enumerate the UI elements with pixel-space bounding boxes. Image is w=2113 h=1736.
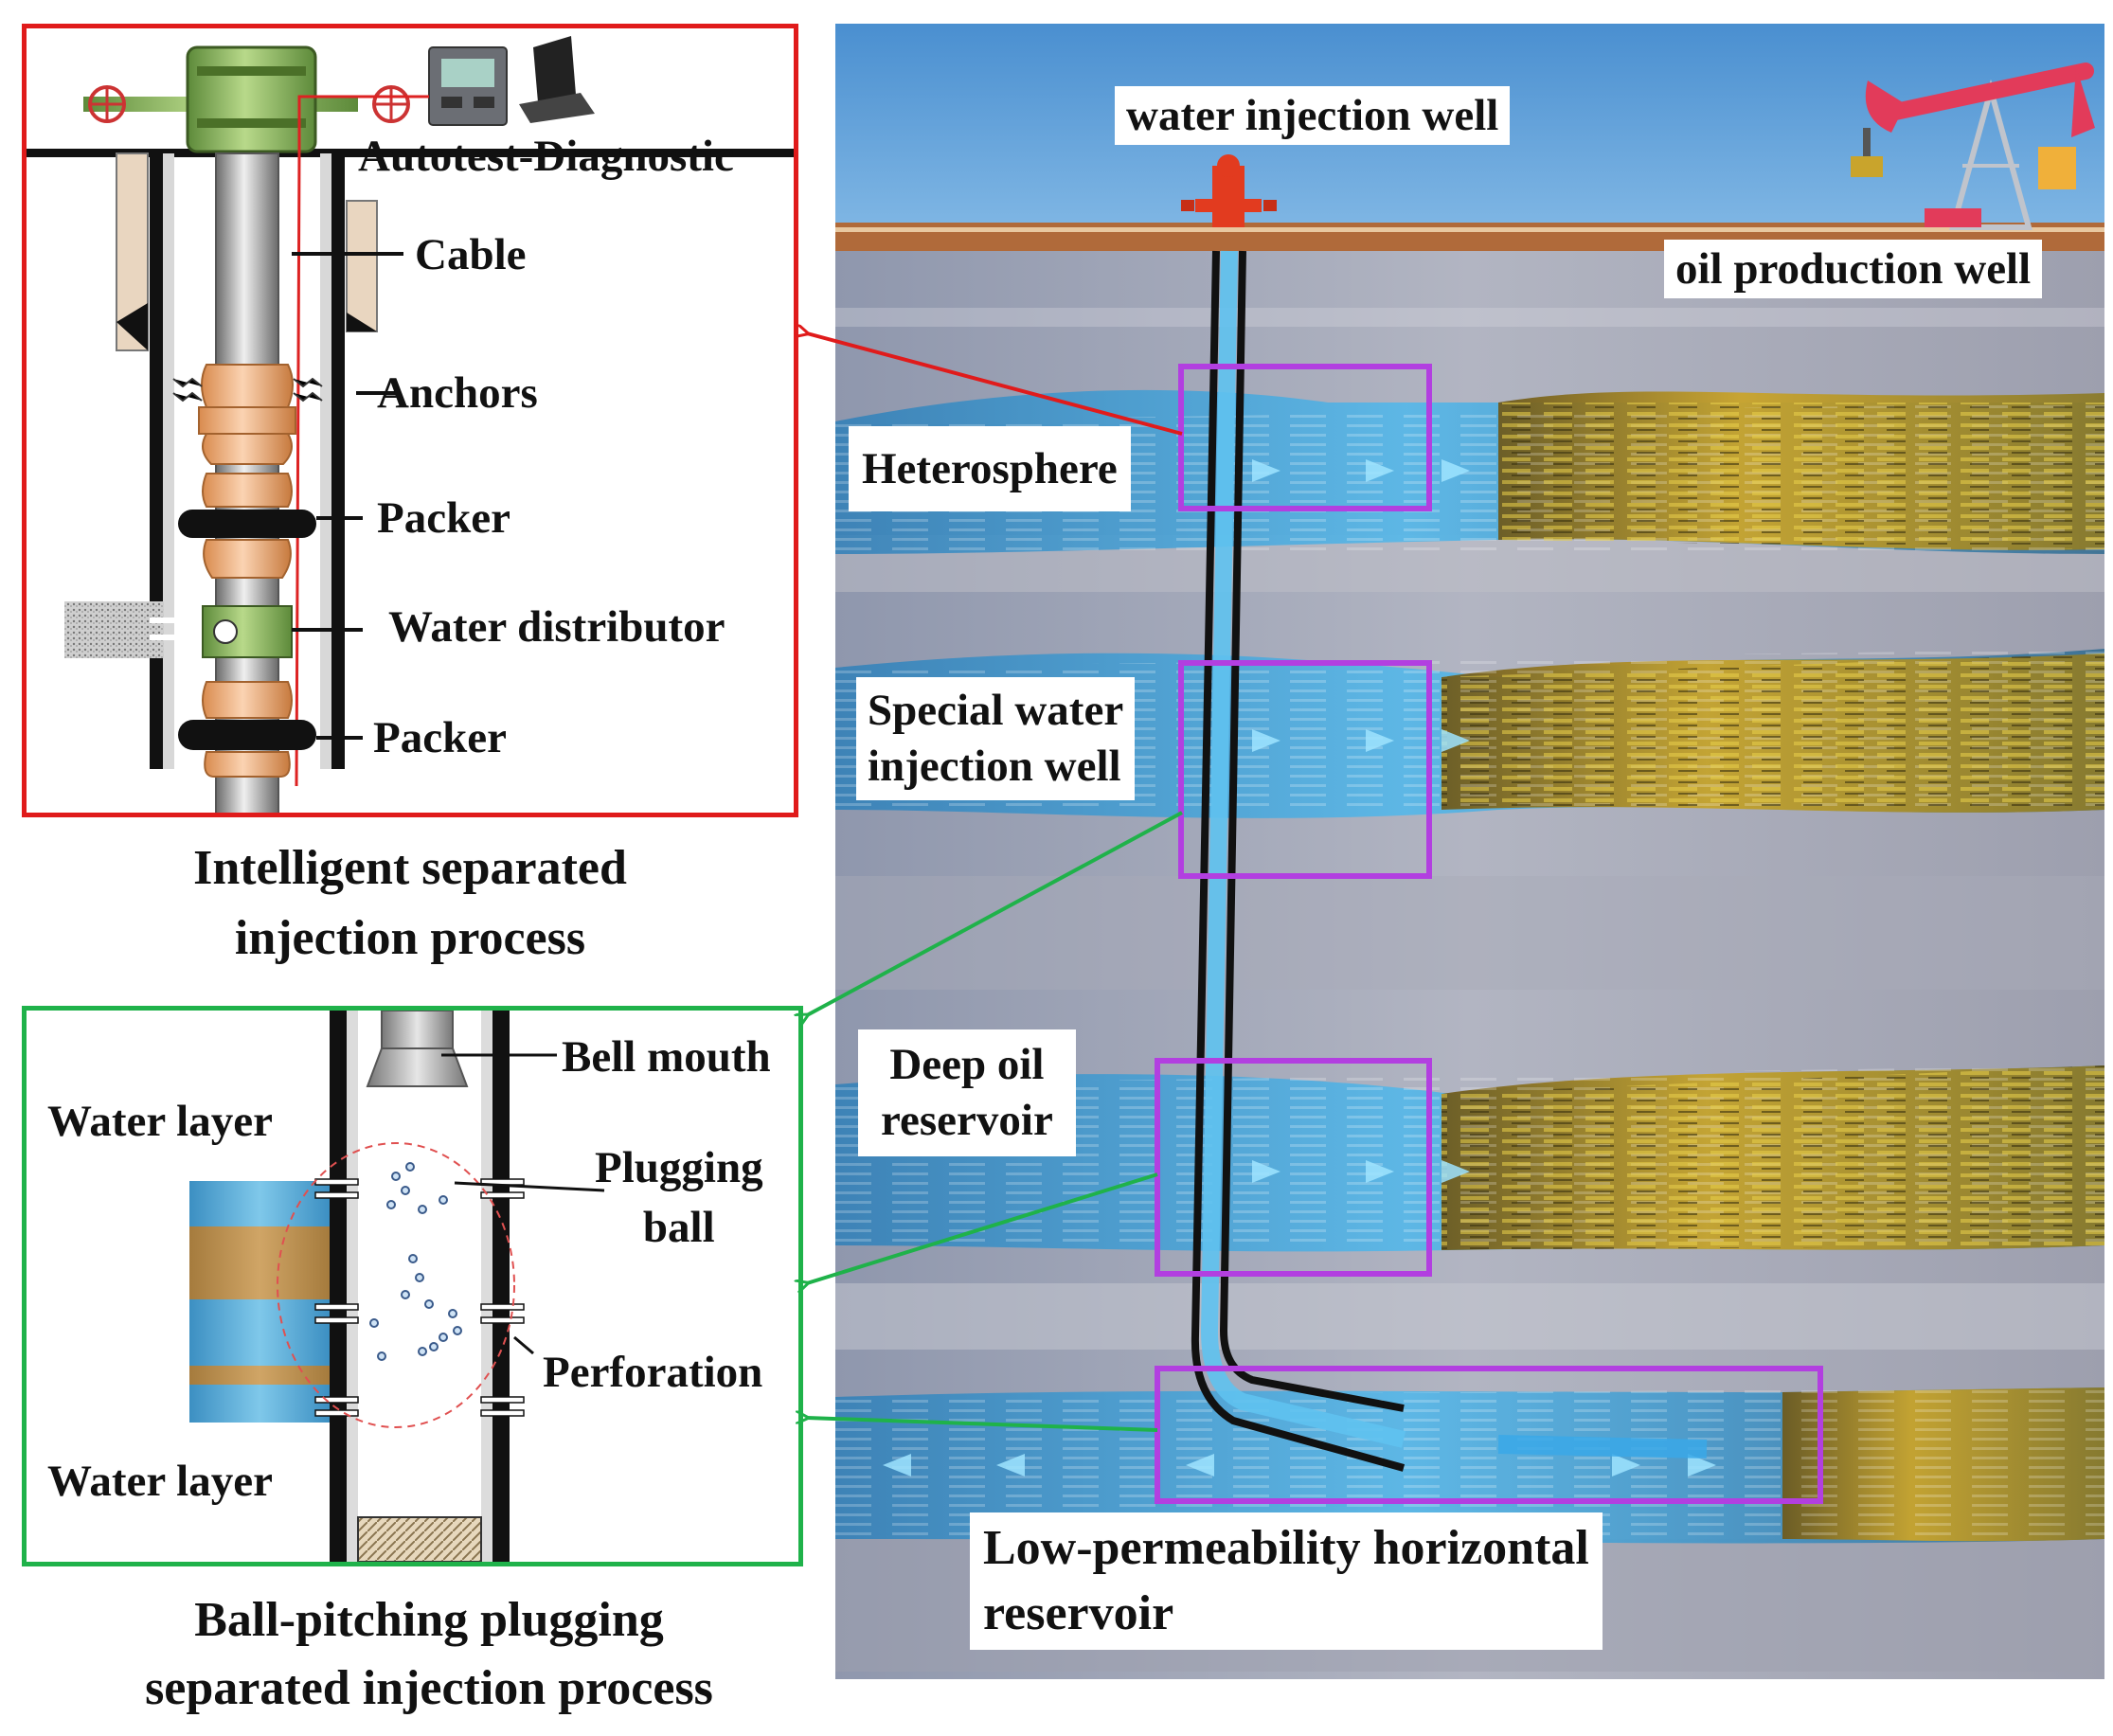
- intelligent-injection-caption-line2: injection process: [234, 910, 586, 965]
- ball-pitching-caption: Ball-pitching plugging separated injecti…: [22, 1586, 836, 1723]
- plugging-ball-label-line1: Plugging: [595, 1143, 763, 1192]
- monitor-icon: [428, 46, 508, 126]
- water-layer-bottom-label: Water layer: [47, 1457, 273, 1506]
- valve-icon: [88, 85, 126, 123]
- heterosphere-label: Heterosphere: [849, 426, 1131, 512]
- highlight-deep-reservoir: [1155, 1058, 1432, 1277]
- special-injection-label-line2: injection well: [868, 741, 1121, 791]
- low-permeability-label-line2: reservoir: [983, 1585, 1174, 1640]
- pumpjack-icon: [1851, 63, 2095, 230]
- plugging-ball-label: Plugging ball: [595, 1138, 763, 1259]
- valve-icon: [372, 85, 410, 123]
- ball-pitching-caption-line2: separated injection process: [145, 1660, 713, 1715]
- intelligent-injection-caption: Intelligent separated injection process: [22, 833, 798, 974]
- anchors-label: Anchors: [377, 368, 538, 418]
- deep-reservoir-label: Deep oil reservoir: [858, 1029, 1076, 1156]
- low-permeability-label: Low-permeability horizontal reservoir: [970, 1512, 1603, 1651]
- ball-pitching-caption-line1: Ball-pitching plugging: [194, 1593, 664, 1647]
- oil-production-well-label: oil production well: [1664, 240, 2043, 299]
- water-layer-top-label: Water layer: [47, 1097, 273, 1146]
- perforation-label: Perforation: [543, 1348, 763, 1397]
- low-permeability-label-line1: Low-permeability horizontal: [983, 1521, 1589, 1575]
- highlight-low-permeability: [1155, 1366, 1823, 1504]
- well-bore: [1191, 250, 1708, 1472]
- autotest-diagnostic-label: Autotest-Diagnostic: [358, 132, 734, 181]
- intelligent-injection-panel: Autotest-Diagnostic Cable Anchors Packer…: [22, 24, 798, 817]
- bell-mouth-label: Bell mouth: [562, 1032, 771, 1082]
- packer-lower-label: Packer: [373, 713, 507, 762]
- ball-pitching-schematic: [189, 1011, 605, 1562]
- special-injection-label: Special water injection well: [856, 677, 1136, 800]
- intelligent-injection-caption-line1: Intelligent separated: [193, 841, 627, 895]
- highlight-heterosphere: [1178, 364, 1432, 511]
- ball-pitching-panel: Bell mouth Water layer Plugging ball Per…: [22, 1006, 803, 1566]
- plugging-ball-label-line2: ball: [642, 1203, 715, 1253]
- plugging-balls: [369, 1162, 462, 1361]
- laptop-icon: [519, 36, 595, 123]
- deep-reservoir-label-line2: reservoir: [881, 1095, 1053, 1145]
- intelligent-injection-schematic: [27, 36, 794, 813]
- water-distributor-label: Water distributor: [388, 602, 725, 652]
- special-injection-label-line1: Special water: [868, 686, 1124, 735]
- deep-reservoir-label-line1: Deep oil: [889, 1040, 1045, 1089]
- injection-wellhead-icon: [1181, 154, 1277, 227]
- water-injection-well-label: water injection well: [1115, 86, 1511, 146]
- reservoir-scene: water injection well oil production well…: [835, 24, 2104, 1679]
- cable-label: Cable: [415, 230, 527, 279]
- highlight-special-injection: [1178, 660, 1432, 879]
- packer-upper-label: Packer: [377, 493, 510, 543]
